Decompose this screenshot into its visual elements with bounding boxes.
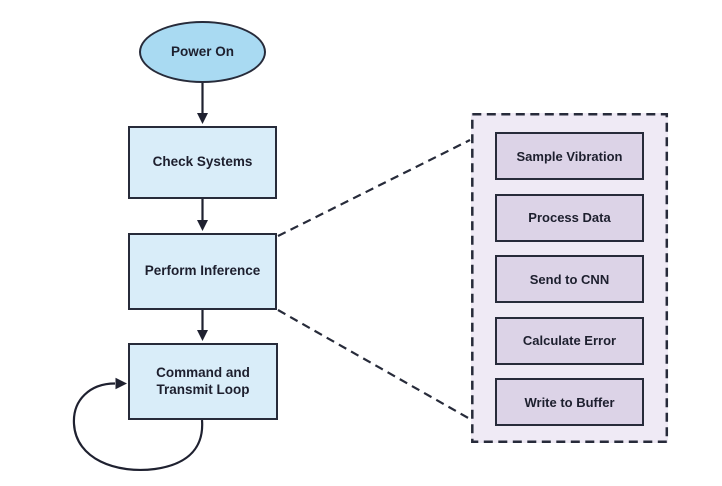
step-write-to-buffer: Write to Buffer: [495, 378, 644, 426]
node-command-transmit-loop: Command and Transmit Loop: [128, 343, 278, 420]
node-power-on: Power On: [139, 21, 266, 83]
node-perform-inference-label: Perform Inference: [144, 263, 261, 279]
connector-inference-to-panel-top: [277, 139, 471, 237]
node-power-on-label: Power On: [170, 43, 234, 59]
detail-panel-steps: Sample Vibration Process Data Send to CN…: [471, 113, 668, 443]
arrowhead-check-systems-to-perform-inference-icon: [197, 220, 208, 231]
node-perform-inference: Perform Inference: [128, 233, 277, 310]
step-send-to-cnn-label: Send to CNN: [529, 271, 610, 287]
step-process-data: Process Data: [495, 193, 644, 242]
step-sample-vibration-label: Sample Vibration: [516, 148, 623, 164]
step-write-to-buffer-label: Write to Buffer: [524, 394, 615, 410]
step-process-data-label: Process Data: [528, 210, 611, 225]
step-calculate-error: Calculate Error: [495, 316, 644, 365]
node-check-systems: Check Systems: [128, 126, 277, 199]
node-command-transmit-loop-label: Command and Transmit Loop: [156, 364, 250, 397]
step-send-to-cnn: Send to CNN: [495, 255, 644, 303]
arrowhead-perform-inference-to-command-loop-icon: [197, 330, 208, 341]
arrowhead-loop-command-transmit-icon: [115, 377, 127, 390]
node-check-systems-label: Check Systems: [152, 154, 253, 170]
connector-inference-to-panel-bottom: [277, 309, 471, 420]
step-sample-vibration: Sample Vibration: [495, 132, 644, 180]
step-calculate-error-label: Calculate Error: [522, 333, 617, 348]
arrowhead-power-on-to-check-systems-icon: [197, 113, 208, 124]
